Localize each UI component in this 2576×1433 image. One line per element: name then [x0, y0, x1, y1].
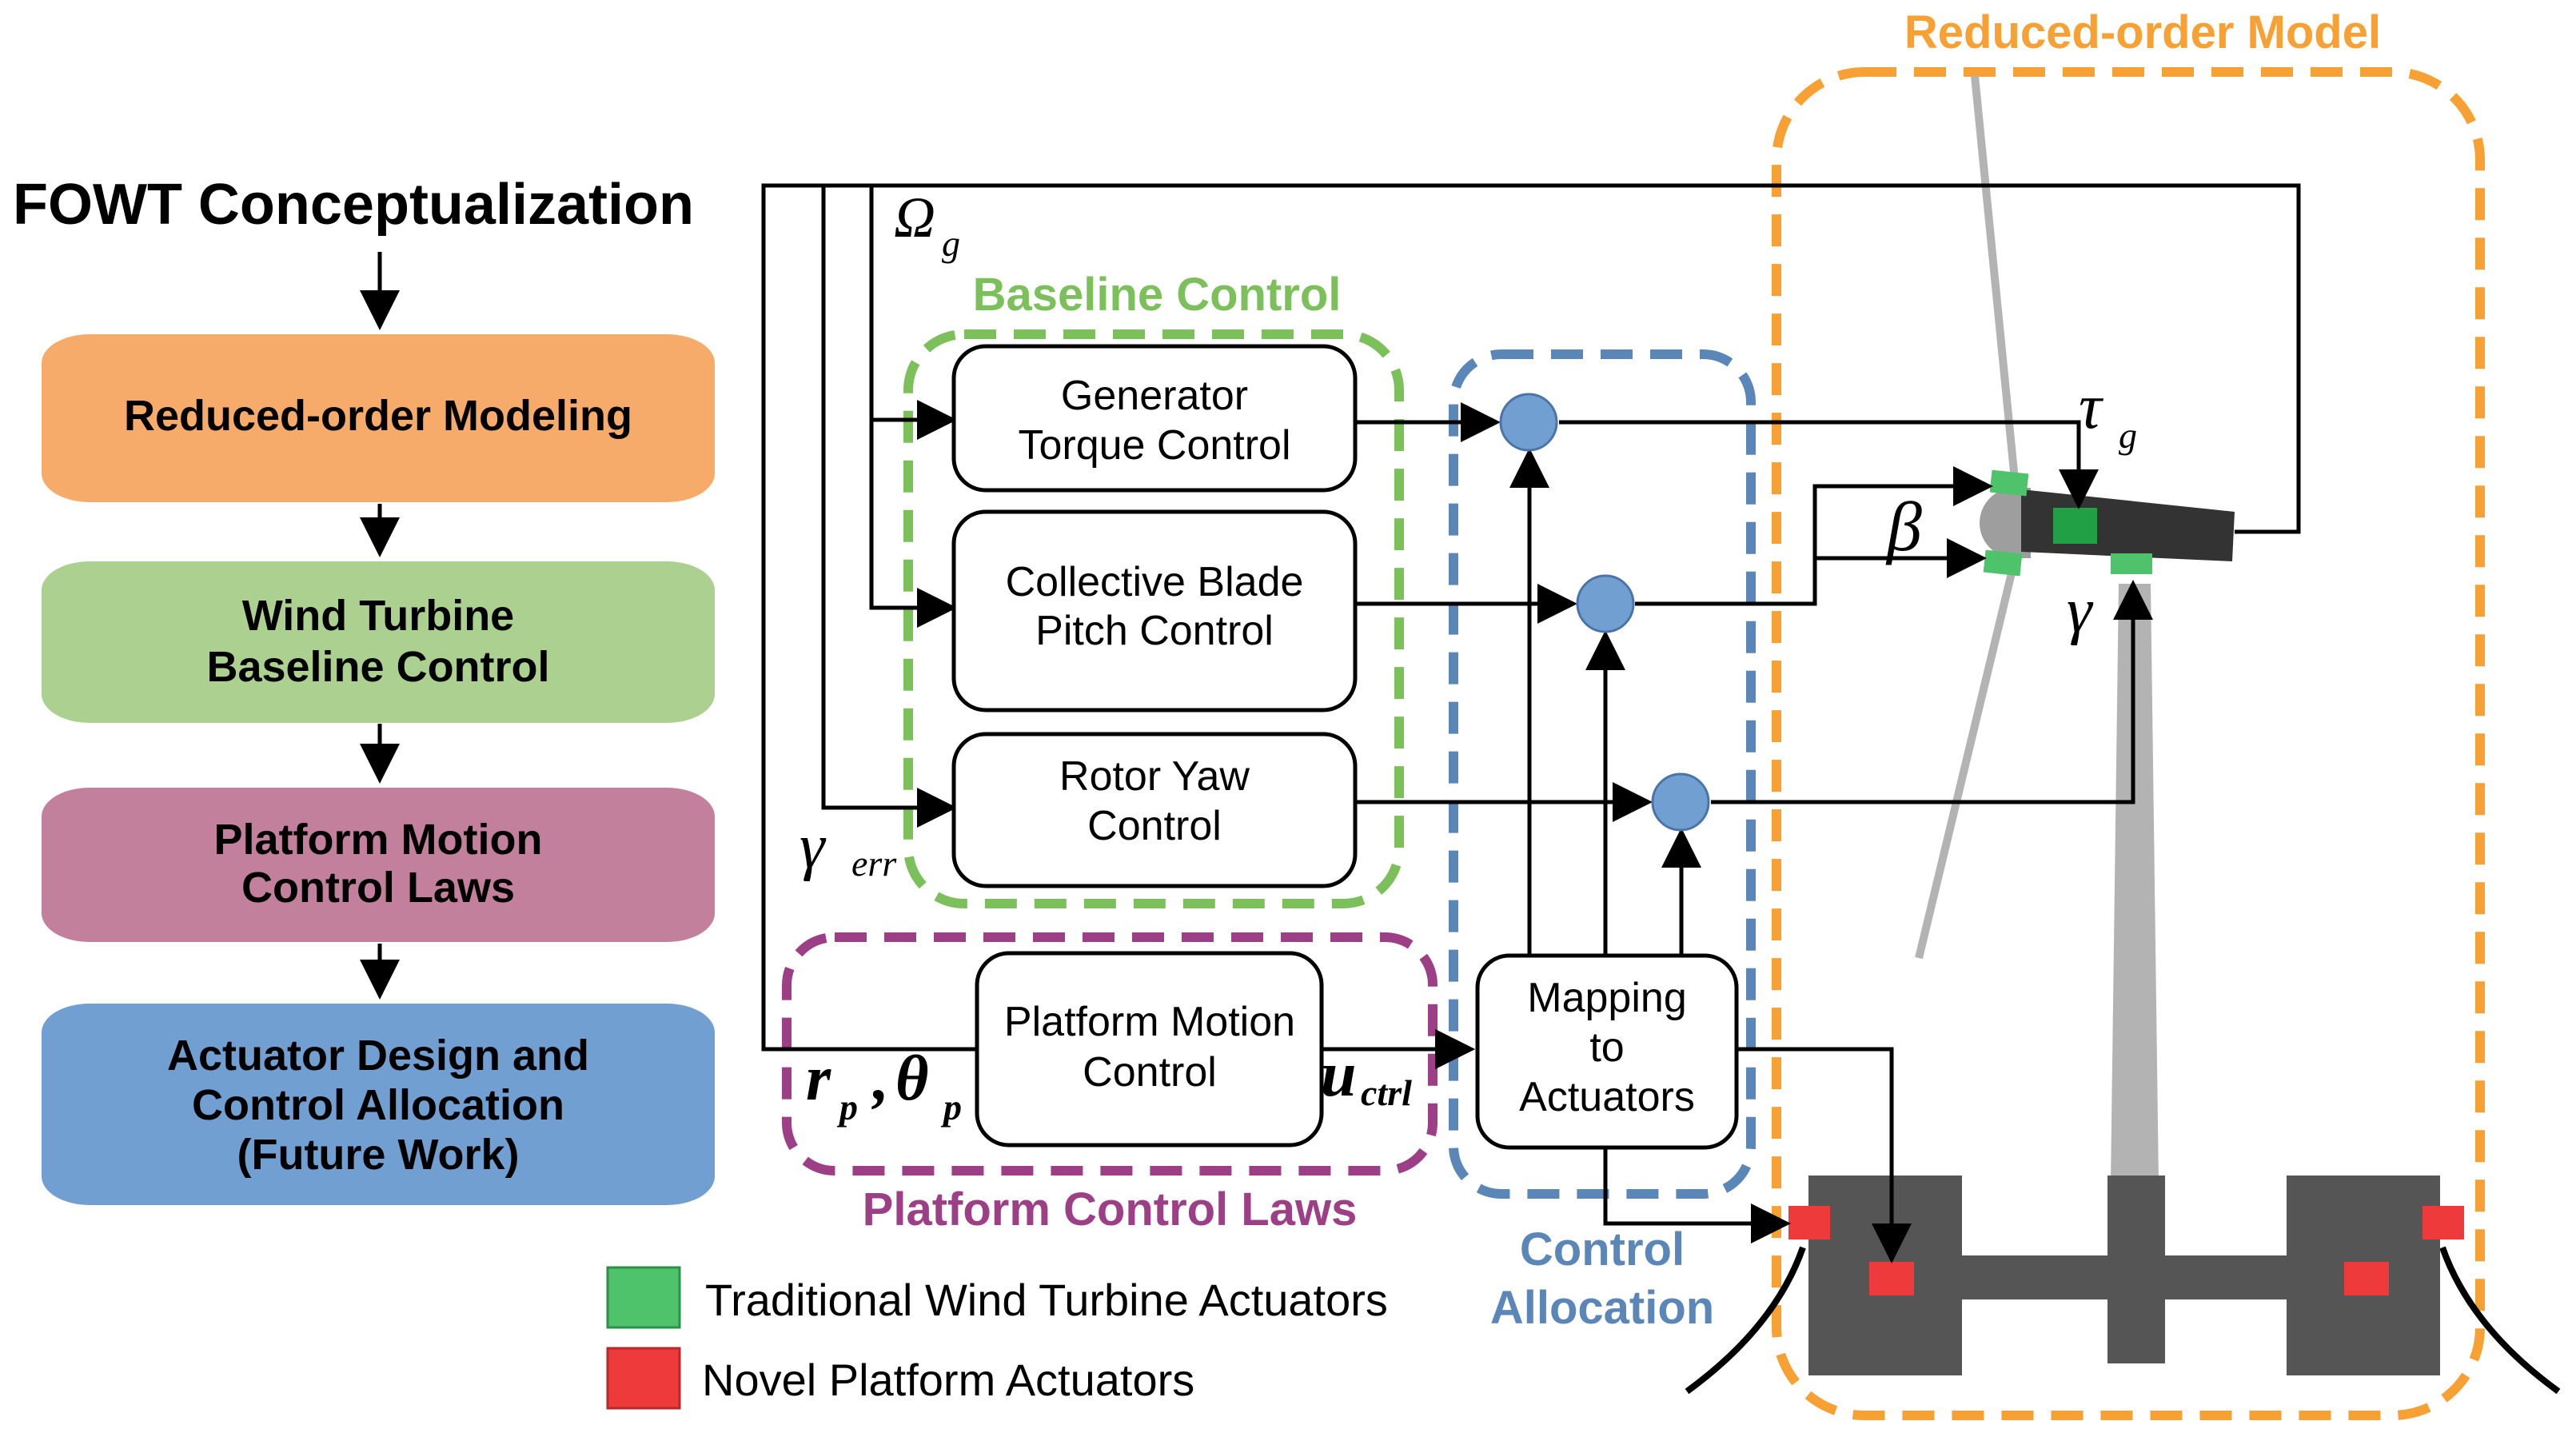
- symbol-gamma-err: γ err: [800, 812, 897, 884]
- svg-text:p: p: [940, 1087, 962, 1128]
- svg-text:γ: γ: [800, 812, 827, 882]
- symbol-tau-g: τ g: [2079, 372, 2137, 456]
- legend-item-novel: Novel Platform Actuators: [606, 1347, 1194, 1410]
- svg-text:Control: Control: [1083, 1049, 1217, 1096]
- svg-text:Collective Blade: Collective Blade: [1006, 559, 1304, 605]
- svg-text:Pitch Control: Pitch Control: [1035, 608, 1274, 654]
- generator-actuator: [2053, 508, 2097, 544]
- pitch-actuator-top: [1989, 469, 2029, 497]
- svg-text:g: g: [2119, 415, 2137, 456]
- generator-block: Generator Torque Control: [951, 344, 1358, 493]
- flow-step-label: Wind Turbine: [242, 592, 514, 640]
- svg-text:θ: θ: [895, 1044, 929, 1114]
- platform-group: Platform Control Laws: [782, 932, 1438, 1235]
- legend-item-traditional: Traditional Wind Turbine Actuators: [606, 1266, 1388, 1329]
- svg-text:Control: Control: [1087, 803, 1222, 849]
- flow-step-label: (Future Work): [237, 1131, 520, 1179]
- svg-text:Generator: Generator: [1061, 373, 1248, 419]
- allocation-group-label: Allocation: [1490, 1282, 1714, 1334]
- summing-junctions: [1499, 393, 1710, 832]
- rom-group: Reduced-order Model: [1772, 6, 2485, 1420]
- yaw-actuator: [2111, 553, 2152, 574]
- svg-text:err: err: [851, 843, 897, 884]
- svg-text:Novel Platform Actuators: Novel Platform Actuators: [702, 1355, 1194, 1405]
- svg-text:r: r: [806, 1044, 831, 1114]
- allocation-group-label: Control: [1520, 1223, 1685, 1275]
- svg-text:u: u: [1321, 1040, 1357, 1110]
- svg-text:ctrl: ctrl: [1361, 1072, 1412, 1113]
- svg-text:β: β: [1885, 489, 1922, 566]
- symbol-r-theta: r p , θ p: [806, 1044, 962, 1128]
- svg-text:p: p: [836, 1087, 858, 1128]
- platform-group-label: Platform Control Laws: [863, 1184, 1358, 1235]
- signal-lines: [761, 183, 2301, 1263]
- symbol-gamma: γ: [2067, 576, 2094, 646]
- flow-step-label: Control Laws: [241, 864, 515, 912]
- summer-torque: [1499, 393, 1558, 452]
- svg-text:Traditional Wind Turbine Actua: Traditional Wind Turbine Actuators: [705, 1275, 1388, 1325]
- svg-text:Mapping: Mapping: [1527, 975, 1686, 1021]
- summer-yaw: [1651, 772, 1710, 832]
- svg-text:Platform Motion: Platform Motion: [1004, 999, 1295, 1045]
- allocation-group: Control Allocation: [1449, 349, 1756, 1334]
- platform-actuators: [1788, 1206, 2464, 1295]
- turbine-graphic: [1685, 75, 2561, 1395]
- flow-step-rom: Reduced-order Modeling: [42, 334, 715, 502]
- svg-text:to: to: [1589, 1024, 1624, 1071]
- flow-step-baseline: Wind Turbine Baseline Control: [42, 561, 715, 723]
- symbol-omega-g: Ω g: [894, 186, 960, 264]
- svg-text:γ: γ: [2067, 576, 2094, 646]
- yaw-block: Rotor Yaw Control: [951, 732, 1358, 888]
- svg-text:Ω: Ω: [894, 186, 935, 249]
- baseline-group-label: Baseline Control: [973, 269, 1342, 321]
- svg-text:g: g: [942, 223, 960, 264]
- flow-title: FOWT Conceptualization: [13, 173, 694, 237]
- svg-text:τ: τ: [2079, 372, 2104, 442]
- flow-step-label: Platform Motion: [214, 816, 543, 864]
- pitch-actuator-bottom: [1983, 549, 2023, 577]
- rom-group-label: Reduced-order Model: [1904, 6, 2381, 58]
- flow-step-label: Baseline Control: [206, 643, 549, 691]
- flow-step-label: Control Allocation: [192, 1081, 564, 1129]
- symbol-beta: β: [1885, 489, 1922, 566]
- summer-pitch: [1576, 574, 1635, 633]
- flow-step-label: Reduced-order Modeling: [124, 392, 632, 440]
- svg-text:Rotor Yaw: Rotor Yaw: [1059, 753, 1250, 800]
- legend: Traditional Wind Turbine Actuators Novel…: [606, 1266, 1388, 1410]
- svg-text:,: ,: [871, 1044, 889, 1114]
- baseline-group: Baseline Control: [903, 269, 1404, 908]
- pitch-block: Collective Blade Pitch Control: [951, 509, 1358, 713]
- flow-step-actuator: Actuator Design and Control Allocation (…: [42, 1004, 715, 1205]
- platform-block: Platform Motion Control: [975, 951, 1324, 1148]
- traditional-actuators: [1983, 469, 2152, 577]
- mapping-block: Mapping to Actuators: [1475, 953, 1739, 1150]
- flow-step-platform: Platform Motion Control Laws: [42, 788, 715, 942]
- svg-text:Torque Control: Torque Control: [1018, 422, 1290, 469]
- svg-text:Actuators: Actuators: [1519, 1074, 1695, 1120]
- symbol-u-ctrl: u ctrl: [1321, 1040, 1412, 1113]
- flow-step-label: Actuator Design and: [167, 1032, 589, 1080]
